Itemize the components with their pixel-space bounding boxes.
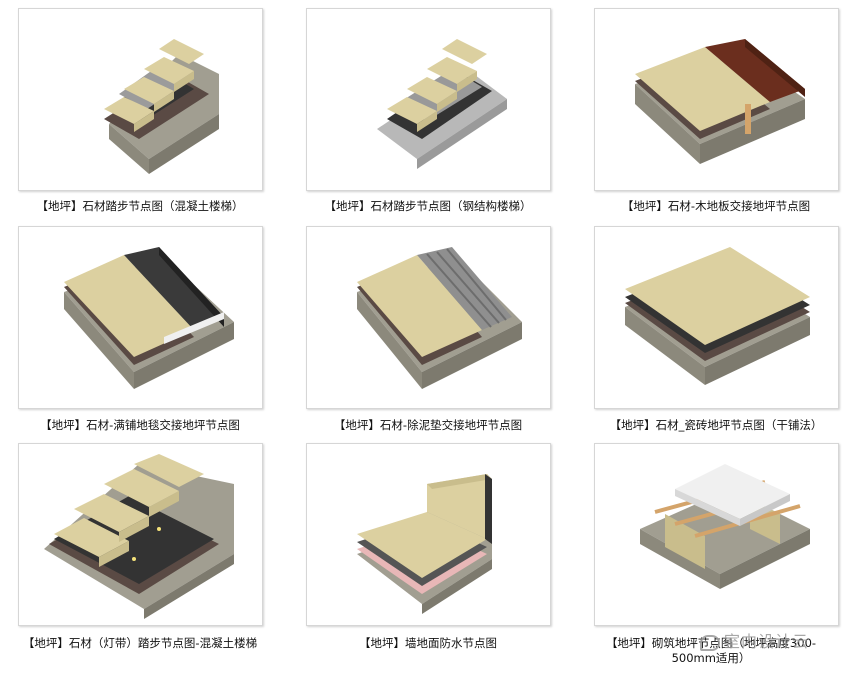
caption-masonry-floor: 【地坪】砌筑地坪节点图（地坪高度300-500mm适用） xyxy=(605,636,817,665)
thumbnail-stone-wood-floor[interactable] xyxy=(594,8,839,191)
thumbnail-stone-steps-concrete[interactable] xyxy=(18,8,263,191)
thumbnail-stone-tile-floor[interactable] xyxy=(594,226,839,409)
stone-tile-floor-drawing xyxy=(625,247,810,385)
chat-icon xyxy=(700,634,720,651)
caption-stone-steps-steel: 【地坪】石材踏步节点图（钢结构楼梯） xyxy=(324,199,532,213)
thumbnail-wall-floor-waterproof[interactable] xyxy=(306,443,551,626)
caption-stone-tile-floor: 【地坪】石材_瓷砖地坪节点图（干铺法） xyxy=(609,418,823,432)
stone-lightstrip-steps-drawing xyxy=(44,454,234,619)
caption-stone-lightstrip-steps: 【地坪】石材（灯带）踏步节点图-混凝土楼梯 xyxy=(22,636,258,650)
thumbnail-stone-carpet-floor[interactable] xyxy=(18,226,263,409)
stone-doormat-floor-drawing xyxy=(357,247,522,389)
stone-steps-concrete-drawing xyxy=(104,39,219,174)
caption-stone-doormat-floor: 【地坪】石材-除泥垫交接地坪节点图 xyxy=(333,418,523,432)
thumbnail-stone-steps-steel[interactable] xyxy=(306,8,551,191)
caption-stone-carpet-floor: 【地坪】石材-满铺地毯交接地坪节点图 xyxy=(40,418,240,432)
caption-stone-wood-floor: 【地坪】石材-木地板交接地坪节点图 xyxy=(621,199,811,213)
watermark: 室内设计云 xyxy=(700,628,809,652)
caption-wall-floor-waterproof: 【地坪】墙地面防水节点图 xyxy=(359,636,497,650)
thumbnail-stone-lightstrip-steps[interactable] xyxy=(18,443,263,626)
thumbnail-masonry-floor[interactable] xyxy=(594,443,839,626)
stone-carpet-floor-drawing xyxy=(64,247,234,389)
caption-stone-steps-concrete: 【地坪】石材踏步节点图（混凝土楼梯） xyxy=(36,199,244,213)
stone-steps-steel-drawing xyxy=(377,39,507,169)
masonry-floor-drawing xyxy=(640,464,810,589)
watermark-text: 室内设计云 xyxy=(724,632,810,651)
thumbnail-stone-doormat-floor[interactable] xyxy=(306,226,551,409)
wall-floor-waterproof-drawing xyxy=(357,474,492,614)
stone-wood-floor-drawing xyxy=(635,39,805,164)
